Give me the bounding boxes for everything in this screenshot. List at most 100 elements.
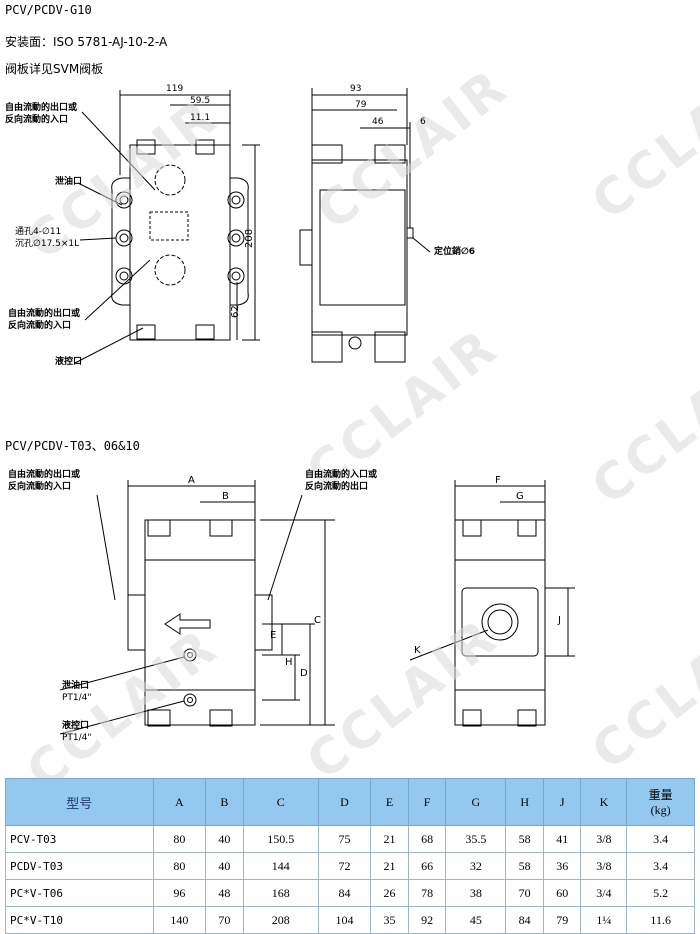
- col-header-e: E: [370, 778, 409, 826]
- mount-spec: 安装面：ISO 5781-AJ-10-2-A: [5, 35, 168, 49]
- label-outlet-bottom: 自由流動的出口或 反向流動的入口: [8, 309, 81, 331]
- table-cell: 80: [152, 825, 207, 853]
- dim-208: 208: [244, 228, 255, 248]
- col-header-weight: 重量 (kg): [626, 778, 695, 826]
- t-series-side-view: [409, 480, 575, 727]
- table-cell: 140: [152, 906, 207, 934]
- label-t-drain: 泄油口 PT1/4": [62, 681, 92, 703]
- table-cell: 144: [242, 852, 319, 880]
- col-header-a: A: [152, 778, 207, 826]
- table-cell: 32: [445, 852, 507, 880]
- table-cell-model: PCDV-T03: [5, 852, 154, 880]
- table-cell: 58: [505, 825, 544, 853]
- table-cell-model: PCV-T03: [5, 825, 154, 853]
- table-cell: 3.4: [626, 825, 695, 853]
- table-cell: 3/8: [580, 825, 628, 853]
- table-cell: 35: [370, 906, 409, 934]
- table-cell: 66: [407, 852, 447, 880]
- col-header-f: F: [407, 778, 447, 826]
- table-cell: 3.4: [626, 852, 695, 880]
- col-header-model: 型号: [5, 778, 154, 826]
- table-cell: 40: [205, 825, 244, 853]
- dim-b: B: [222, 491, 229, 502]
- table-cell: 3/8: [580, 852, 628, 880]
- table-cell: 75: [317, 825, 372, 853]
- table-cell: 45: [445, 906, 507, 934]
- g10-front-view: [74, 90, 260, 364]
- dim-c: C: [314, 615, 321, 626]
- table-cell: 58: [505, 852, 544, 880]
- table-cell: 5.2: [626, 879, 695, 907]
- table-cell: 70: [505, 879, 544, 907]
- technical-drawing: [59, 88, 575, 735]
- table-cell-model: PC*V-T06: [5, 879, 154, 907]
- table-cell: 11.6: [626, 906, 695, 934]
- col-header-k: K: [580, 778, 628, 826]
- table-cell: 70: [205, 906, 244, 934]
- section2-title: PCV/PCDV-T03、06&10: [5, 439, 140, 453]
- table-cell: 38: [445, 879, 507, 907]
- table-cell: 35.5: [445, 825, 507, 853]
- table-cell: 21: [370, 825, 409, 853]
- dim-6: 6: [420, 117, 426, 127]
- table-cell: 72: [317, 852, 372, 880]
- section1-title: PCV/PCDV-G10: [5, 3, 92, 17]
- label-outlet-top: 自由流動的出口或 反向流動的入口: [5, 103, 78, 125]
- table-cell: 84: [505, 906, 544, 934]
- label-right-port: 自由流動的入口或 反向流動的出口: [305, 470, 378, 492]
- g10-side-view: [299, 88, 431, 363]
- table-cell: 21: [370, 852, 409, 880]
- table-cell: 26: [370, 879, 409, 907]
- dim-119: 119: [166, 84, 184, 94]
- dim-g: G: [516, 491, 524, 502]
- label-pilot-port: 液控口: [55, 357, 83, 367]
- label-through-hole: 通孔4-∅11 沉孔∅17.5×1L: [15, 227, 80, 249]
- plate-note: 阀板详见SVM阀板: [5, 62, 104, 76]
- table-cell-model: PC*V-T10: [5, 906, 154, 934]
- dim-d: D: [300, 668, 308, 679]
- col-header-j: J: [542, 778, 582, 826]
- label-locating-pin: 定位銷∅6: [434, 247, 475, 257]
- table-cell: 168: [242, 879, 319, 907]
- dim-h: H: [285, 657, 293, 668]
- dim-62: 62: [230, 305, 241, 318]
- table-header-row: 型号 A B C D E F G H J K 重量 (kg): [5, 778, 695, 826]
- dim-k: K: [414, 645, 421, 656]
- label-left-port: 自由流動的出口或 反向流動的入口: [8, 470, 81, 492]
- dim-11-1: 11.1: [190, 113, 211, 123]
- table-cell: 150.5: [242, 825, 319, 853]
- dim-f: F: [495, 475, 501, 486]
- dim-93: 93: [350, 84, 362, 94]
- table-cell: 79: [542, 906, 582, 934]
- table-cell: 92: [407, 906, 447, 934]
- dim-79: 79: [355, 100, 367, 110]
- dim-e: E: [270, 630, 277, 641]
- table-cell: 60: [542, 879, 582, 907]
- dim-59-5: 59.5: [190, 96, 211, 106]
- dim-j: J: [558, 615, 561, 626]
- label-drain-port: 泄油口: [55, 177, 83, 187]
- table-cell: 40: [205, 852, 244, 880]
- t-series-front-view: [59, 480, 335, 735]
- table-cell: 48: [205, 879, 244, 907]
- table-cell: 41: [542, 825, 582, 853]
- table-cell: 80: [152, 852, 207, 880]
- dim-a: A: [188, 475, 195, 486]
- col-header-b: B: [205, 778, 244, 826]
- table-cell: 36: [542, 852, 582, 880]
- col-header-h: H: [505, 778, 544, 826]
- col-header-g: G: [445, 778, 507, 826]
- table-cell: 3/4: [580, 879, 628, 907]
- table-cell: 1¼: [580, 906, 628, 934]
- table-cell: 84: [317, 879, 372, 907]
- label-t-pilot: 液控口 PT1/4": [62, 721, 92, 743]
- col-header-c: C: [242, 778, 319, 826]
- table-cell: 208: [242, 906, 319, 934]
- col-header-d: D: [317, 778, 372, 826]
- dim-46: 46: [372, 117, 384, 127]
